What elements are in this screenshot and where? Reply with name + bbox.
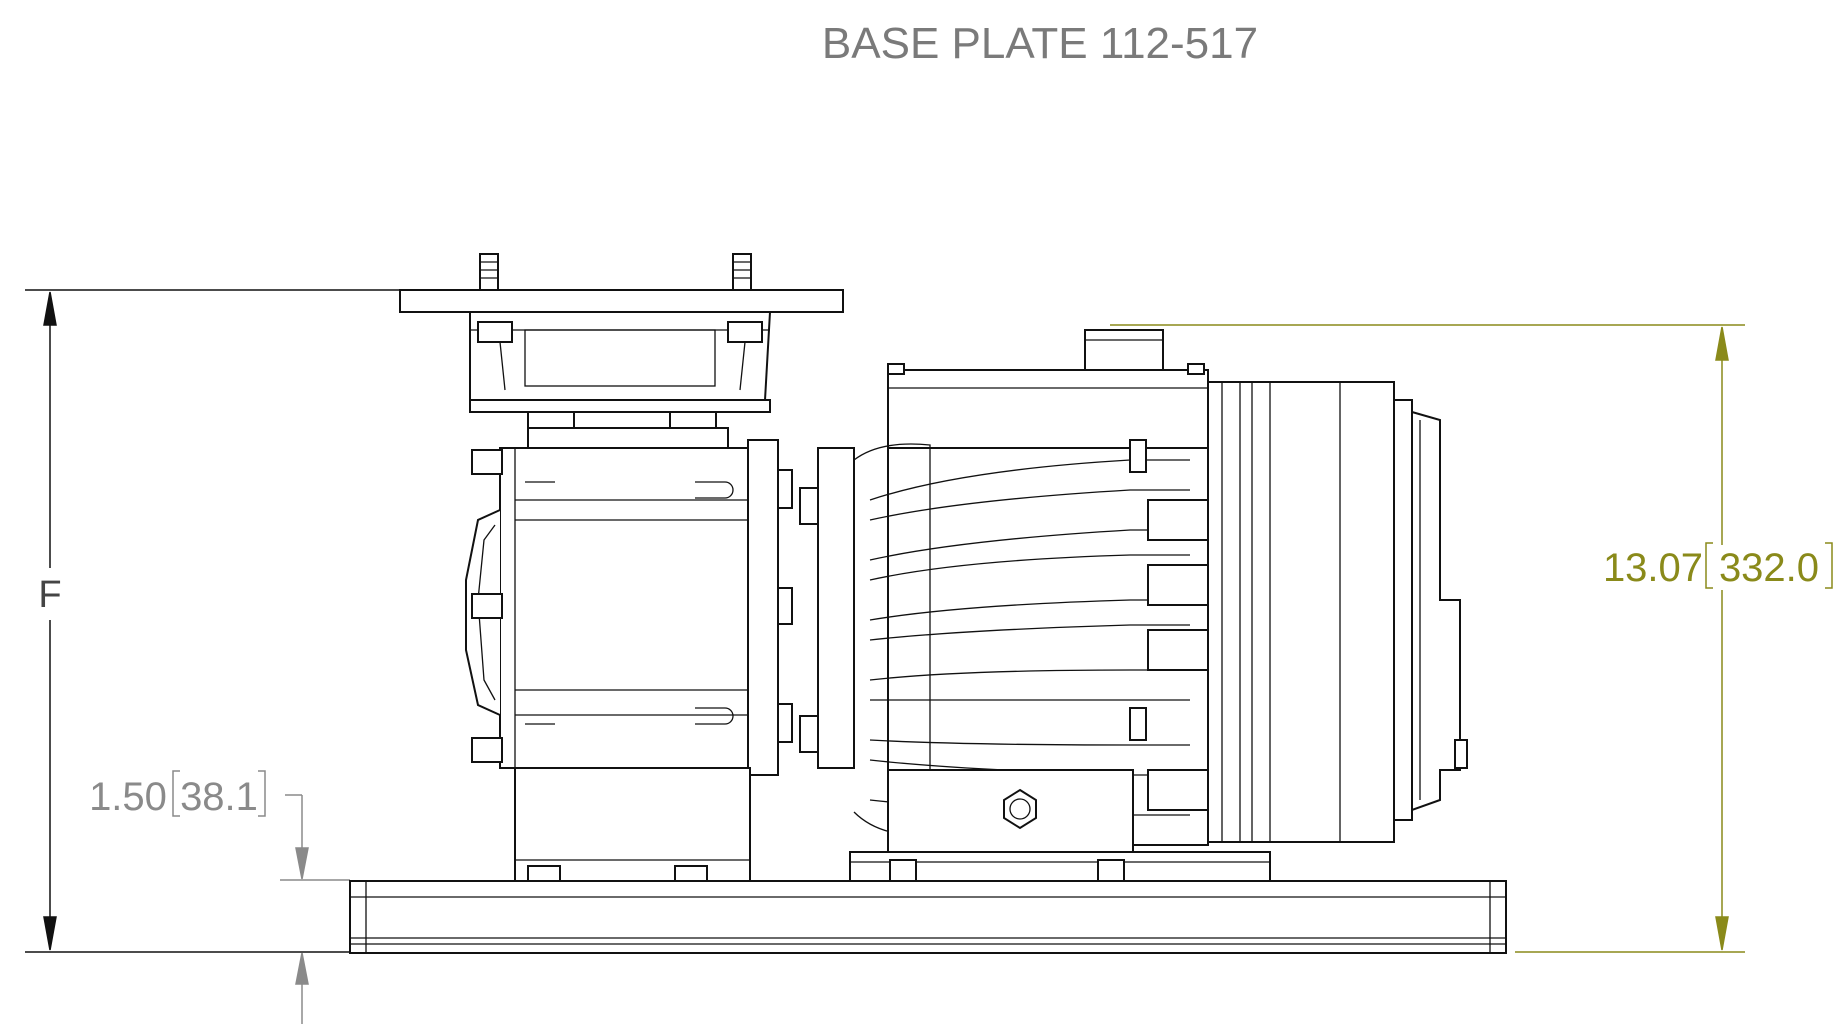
dimension-height bbox=[1110, 324, 1833, 953]
dimension-offset-value: 1.50 bbox=[89, 775, 167, 819]
dimension-f-label: F bbox=[38, 574, 61, 616]
dimension-offset-metric: 38.1 bbox=[180, 775, 258, 819]
top-mount-plate bbox=[399, 253, 844, 449]
drawing-title: BASE PLATE 112-517 bbox=[822, 19, 1258, 68]
motor-flange bbox=[799, 447, 855, 769]
dimension-height-value: 13.07 bbox=[1603, 546, 1703, 590]
motor bbox=[849, 329, 1271, 882]
dimension-f bbox=[25, 289, 400, 953]
base-plate bbox=[349, 880, 1507, 954]
dimension-height-metric: 332.0 bbox=[1719, 546, 1819, 590]
dimension-offset bbox=[172, 770, 350, 1024]
pump-body bbox=[465, 439, 793, 776]
end-cap bbox=[1207, 381, 1468, 843]
pump-foot bbox=[514, 767, 751, 882]
